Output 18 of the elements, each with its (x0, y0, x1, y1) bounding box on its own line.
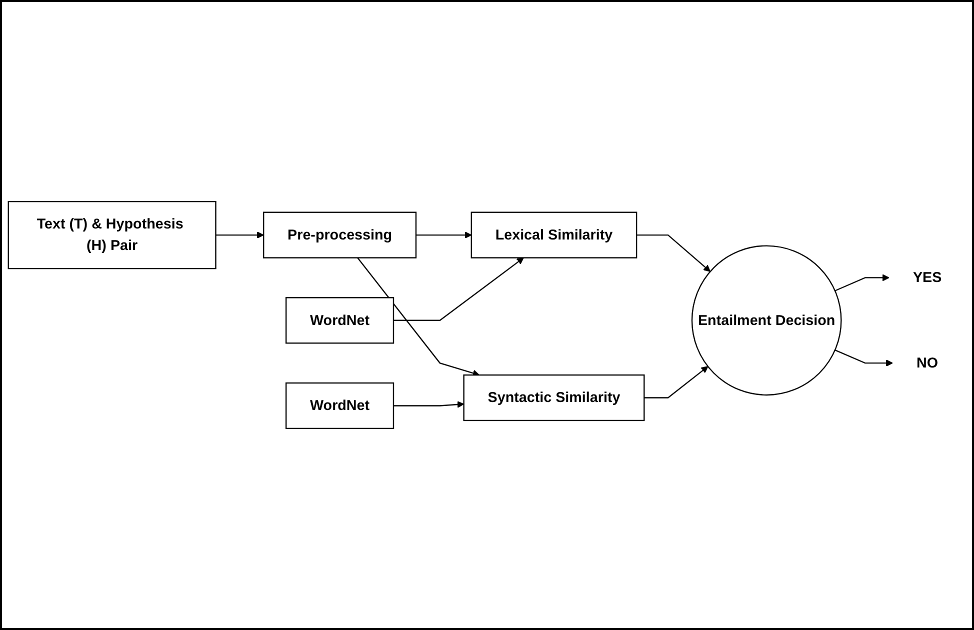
node-box: Syntactic Similarity (463, 374, 645, 422)
arrow (416, 232, 472, 239)
arrow (834, 349, 893, 367)
node-box: WordNet (285, 382, 394, 430)
arrow (834, 274, 890, 292)
node-text: YES (912, 269, 942, 286)
node-box: Text (T) & Hypothesis (H) Pair (8, 200, 216, 270)
node-circle: Entailment Decision (691, 245, 842, 396)
arrow (394, 257, 524, 321)
node-box: Pre-processing (263, 212, 417, 258)
node-text: NO (916, 354, 938, 371)
arrow (644, 366, 708, 398)
arrow (216, 232, 264, 239)
arrow (394, 401, 464, 408)
node-box: Lexical Similarity (470, 212, 638, 258)
arrow (357, 257, 480, 377)
node-box: WordNet (285, 297, 394, 344)
arrow (636, 234, 711, 272)
